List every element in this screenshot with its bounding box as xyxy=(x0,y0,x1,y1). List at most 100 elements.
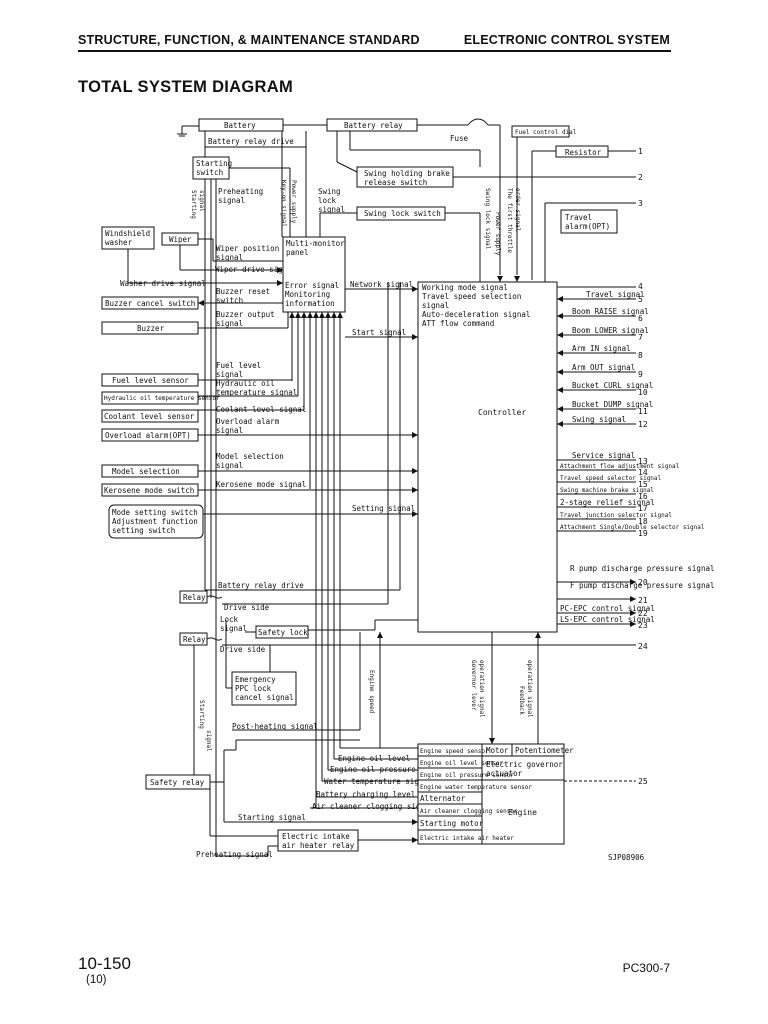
svg-text:20: 20 xyxy=(638,578,648,587)
svg-text:7: 7 xyxy=(638,333,643,342)
svg-text:Battery relay drive: Battery relay drive xyxy=(218,581,304,590)
svg-text:Resistor: Resistor xyxy=(565,148,602,157)
svg-text:PC-EPC control signal: PC-EPC control signal xyxy=(560,604,655,613)
svg-text:Swing signal: Swing signal xyxy=(572,415,626,424)
svg-text:21: 21 xyxy=(638,596,648,605)
svg-text:Relay: Relay xyxy=(183,635,206,644)
svg-text:14: 14 xyxy=(638,468,648,477)
relay-block-2: Relay xyxy=(179,632,208,646)
svg-text:switch: switch xyxy=(216,296,243,305)
svg-text:operation signal: operation signal xyxy=(526,660,533,718)
svg-text:cancel signal: cancel signal xyxy=(235,693,294,702)
svg-text:R pump discharge pressure sign: R pump discharge pressure signal xyxy=(570,564,715,573)
svg-text:Motor: Motor xyxy=(486,746,509,755)
air-heater-relay-block: Electric intake air heater relay xyxy=(277,829,359,852)
page-revision: (10) xyxy=(86,974,107,986)
svg-text:release switch: release switch xyxy=(364,178,427,187)
svg-text:11: 11 xyxy=(638,407,648,416)
header-rule xyxy=(78,50,671,52)
svg-text:Relay: Relay xyxy=(183,593,206,602)
svg-text:Buzzer output: Buzzer output xyxy=(216,310,275,319)
svg-text:5: 5 xyxy=(638,295,643,304)
battery-block: Battery xyxy=(198,118,284,132)
svg-text:Electric intake: Electric intake xyxy=(282,832,350,841)
svg-text:Battery relay: Battery relay xyxy=(344,121,403,130)
svg-text:Attachment flow adjustment sig: Attachment flow adjustment signal xyxy=(560,463,680,470)
page-title: TOTAL SYSTEM DIAGRAM xyxy=(78,78,294,96)
arrowheads xyxy=(198,267,636,843)
svg-text:PPC lock: PPC lock xyxy=(235,684,272,693)
svg-text:Engine: Engine xyxy=(508,808,537,817)
svg-text:22: 22 xyxy=(638,609,648,618)
svg-text:17: 17 xyxy=(638,504,648,513)
svg-text:Engine speed sensor: Engine speed sensor xyxy=(420,748,489,755)
svg-text:Battery relay drive: Battery relay drive xyxy=(208,137,294,146)
relay-block-1: Relay xyxy=(179,590,208,604)
svg-text:Attachment Single/Double selec: Attachment Single/Double selector signal xyxy=(560,524,705,531)
svg-text:12: 12 xyxy=(638,420,648,429)
svg-text:signal: signal xyxy=(205,730,212,752)
ground-symbol xyxy=(177,125,199,137)
fuel-level-sensor-block: Fuel level sensor xyxy=(101,373,199,387)
svg-text:signal: signal xyxy=(220,624,247,633)
swing-brake-release-switch-block: Swing holding brake release switch xyxy=(356,166,454,188)
svg-text:2-stage relief signal: 2-stage relief signal xyxy=(560,498,655,507)
svg-text:Wiper position: Wiper position xyxy=(216,244,279,253)
right-signal-labels: Travel signal Boom RAISE signal Boom LOW… xyxy=(560,290,715,624)
svg-text:Model selection: Model selection xyxy=(112,467,180,476)
svg-text:24: 24 xyxy=(638,642,648,651)
svg-text:15: 15 xyxy=(638,480,648,489)
svg-text:Swing machine brake signal: Swing machine brake signal xyxy=(560,487,654,494)
right-signal-numbers: 1 2 3 4 5 6 7 8 9 10 11 12 13 14 15 16 1… xyxy=(638,147,648,786)
svg-text:Working mode signal: Working mode signal xyxy=(422,283,508,292)
svg-text:Power supply: Power supply xyxy=(494,212,501,256)
svg-text:Battery charging level: Battery charging level xyxy=(316,790,415,799)
svg-text:Monitoring: Monitoring xyxy=(285,290,330,299)
svg-text:signal: signal xyxy=(216,319,243,328)
svg-text:Starting motor: Starting motor xyxy=(420,819,484,828)
svg-text:temperature signal: temperature signal xyxy=(216,388,297,397)
svg-text:Setting signal: Setting signal xyxy=(352,504,415,513)
svg-text:Kerosene mode switch: Kerosene mode switch xyxy=(104,486,194,495)
fuse-label: Fuse xyxy=(450,134,469,143)
svg-text:Fuel control dial: Fuel control dial xyxy=(515,129,577,136)
svg-text:Feedback: Feedback xyxy=(518,686,525,715)
controller-block: Working mode signal Travel speed selecti… xyxy=(417,281,558,633)
svg-text:Drive side: Drive side xyxy=(224,603,270,612)
svg-text:Preheating: Preheating xyxy=(218,187,263,196)
svg-text:Swing lock switch: Swing lock switch xyxy=(364,209,441,218)
mode-setting-switch-block: Mode setting switch Adjustment function … xyxy=(108,504,204,539)
svg-text:signal: signal xyxy=(216,426,243,435)
svg-text:alarm(OPT): alarm(OPT) xyxy=(565,222,610,231)
svg-text:signal: signal xyxy=(216,370,243,379)
svg-text:signal: signal xyxy=(216,461,243,470)
monitor-input-bus xyxy=(291,312,341,808)
fuse-symbol xyxy=(467,118,489,126)
overload-alarm-block: Overload alarm(OPT) xyxy=(101,428,199,442)
svg-text:Bucket DUMP signal: Bucket DUMP signal xyxy=(572,400,653,409)
svg-text:23: 23 xyxy=(638,621,648,630)
svg-text:Buzzer reset: Buzzer reset xyxy=(216,287,270,296)
svg-text:Emergency: Emergency xyxy=(235,675,276,684)
svg-text:Travel signal: Travel signal xyxy=(586,290,645,299)
svg-text:Electric intake air heater: Electric intake air heater xyxy=(420,835,514,842)
header-chapter-title: ELECTRONIC CONTROL SYSTEM xyxy=(463,33,670,47)
svg-text:air heater relay: air heater relay xyxy=(282,841,355,850)
svg-text:Safety relay: Safety relay xyxy=(150,778,205,787)
svg-text:25: 25 xyxy=(638,777,648,786)
coolant-level-sensor-block: Coolant level sensor xyxy=(101,409,199,423)
svg-text:Wiper: Wiper xyxy=(169,235,192,244)
swing-lock-switch-block: Swing lock switch xyxy=(356,206,446,221)
hydraulic-oil-temp-sensor-block: Hydraulic oil temperature sensor xyxy=(101,391,220,405)
svg-text:Coolant level sensor: Coolant level sensor xyxy=(104,412,195,421)
svg-text:Fuel level: Fuel level xyxy=(216,361,261,370)
svg-text:Travel junction selector signa: Travel junction selector signal xyxy=(560,512,672,519)
svg-text:Lock: Lock xyxy=(220,615,239,624)
svg-text:Swing: Swing xyxy=(318,187,341,196)
svg-text:The first throttle: The first throttle xyxy=(506,188,513,253)
svg-text:Coolant level signal: Coolant level signal xyxy=(216,405,306,414)
svg-text:Auto-deceleration signal: Auto-deceleration signal xyxy=(422,310,530,319)
svg-text:Boom LOWER signal: Boom LOWER signal xyxy=(572,326,649,335)
svg-text:Drive side: Drive side xyxy=(220,645,266,654)
